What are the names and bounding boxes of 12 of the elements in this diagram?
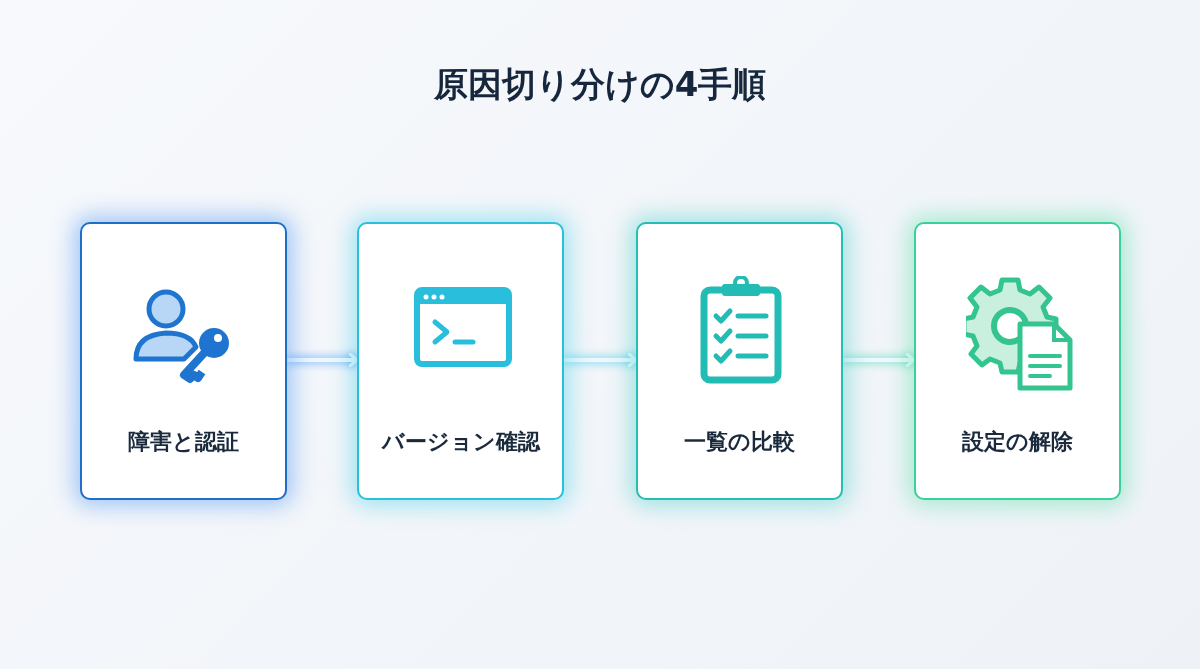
step-card [80, 222, 287, 500]
step-label: 一覧の比較 [684, 429, 795, 454]
step-card [357, 222, 564, 500]
step-card [914, 222, 1121, 500]
step-label: バージョン確認 [381, 429, 540, 454]
title: 原因切り分けの4手順 [433, 64, 767, 104]
step-label: 障害と認証 [128, 429, 239, 454]
step-label: 設定の解除 [962, 429, 1073, 454]
arrow [285, 352, 359, 368]
arrow [562, 352, 638, 368]
step-card [636, 222, 843, 500]
arrow [841, 352, 916, 368]
